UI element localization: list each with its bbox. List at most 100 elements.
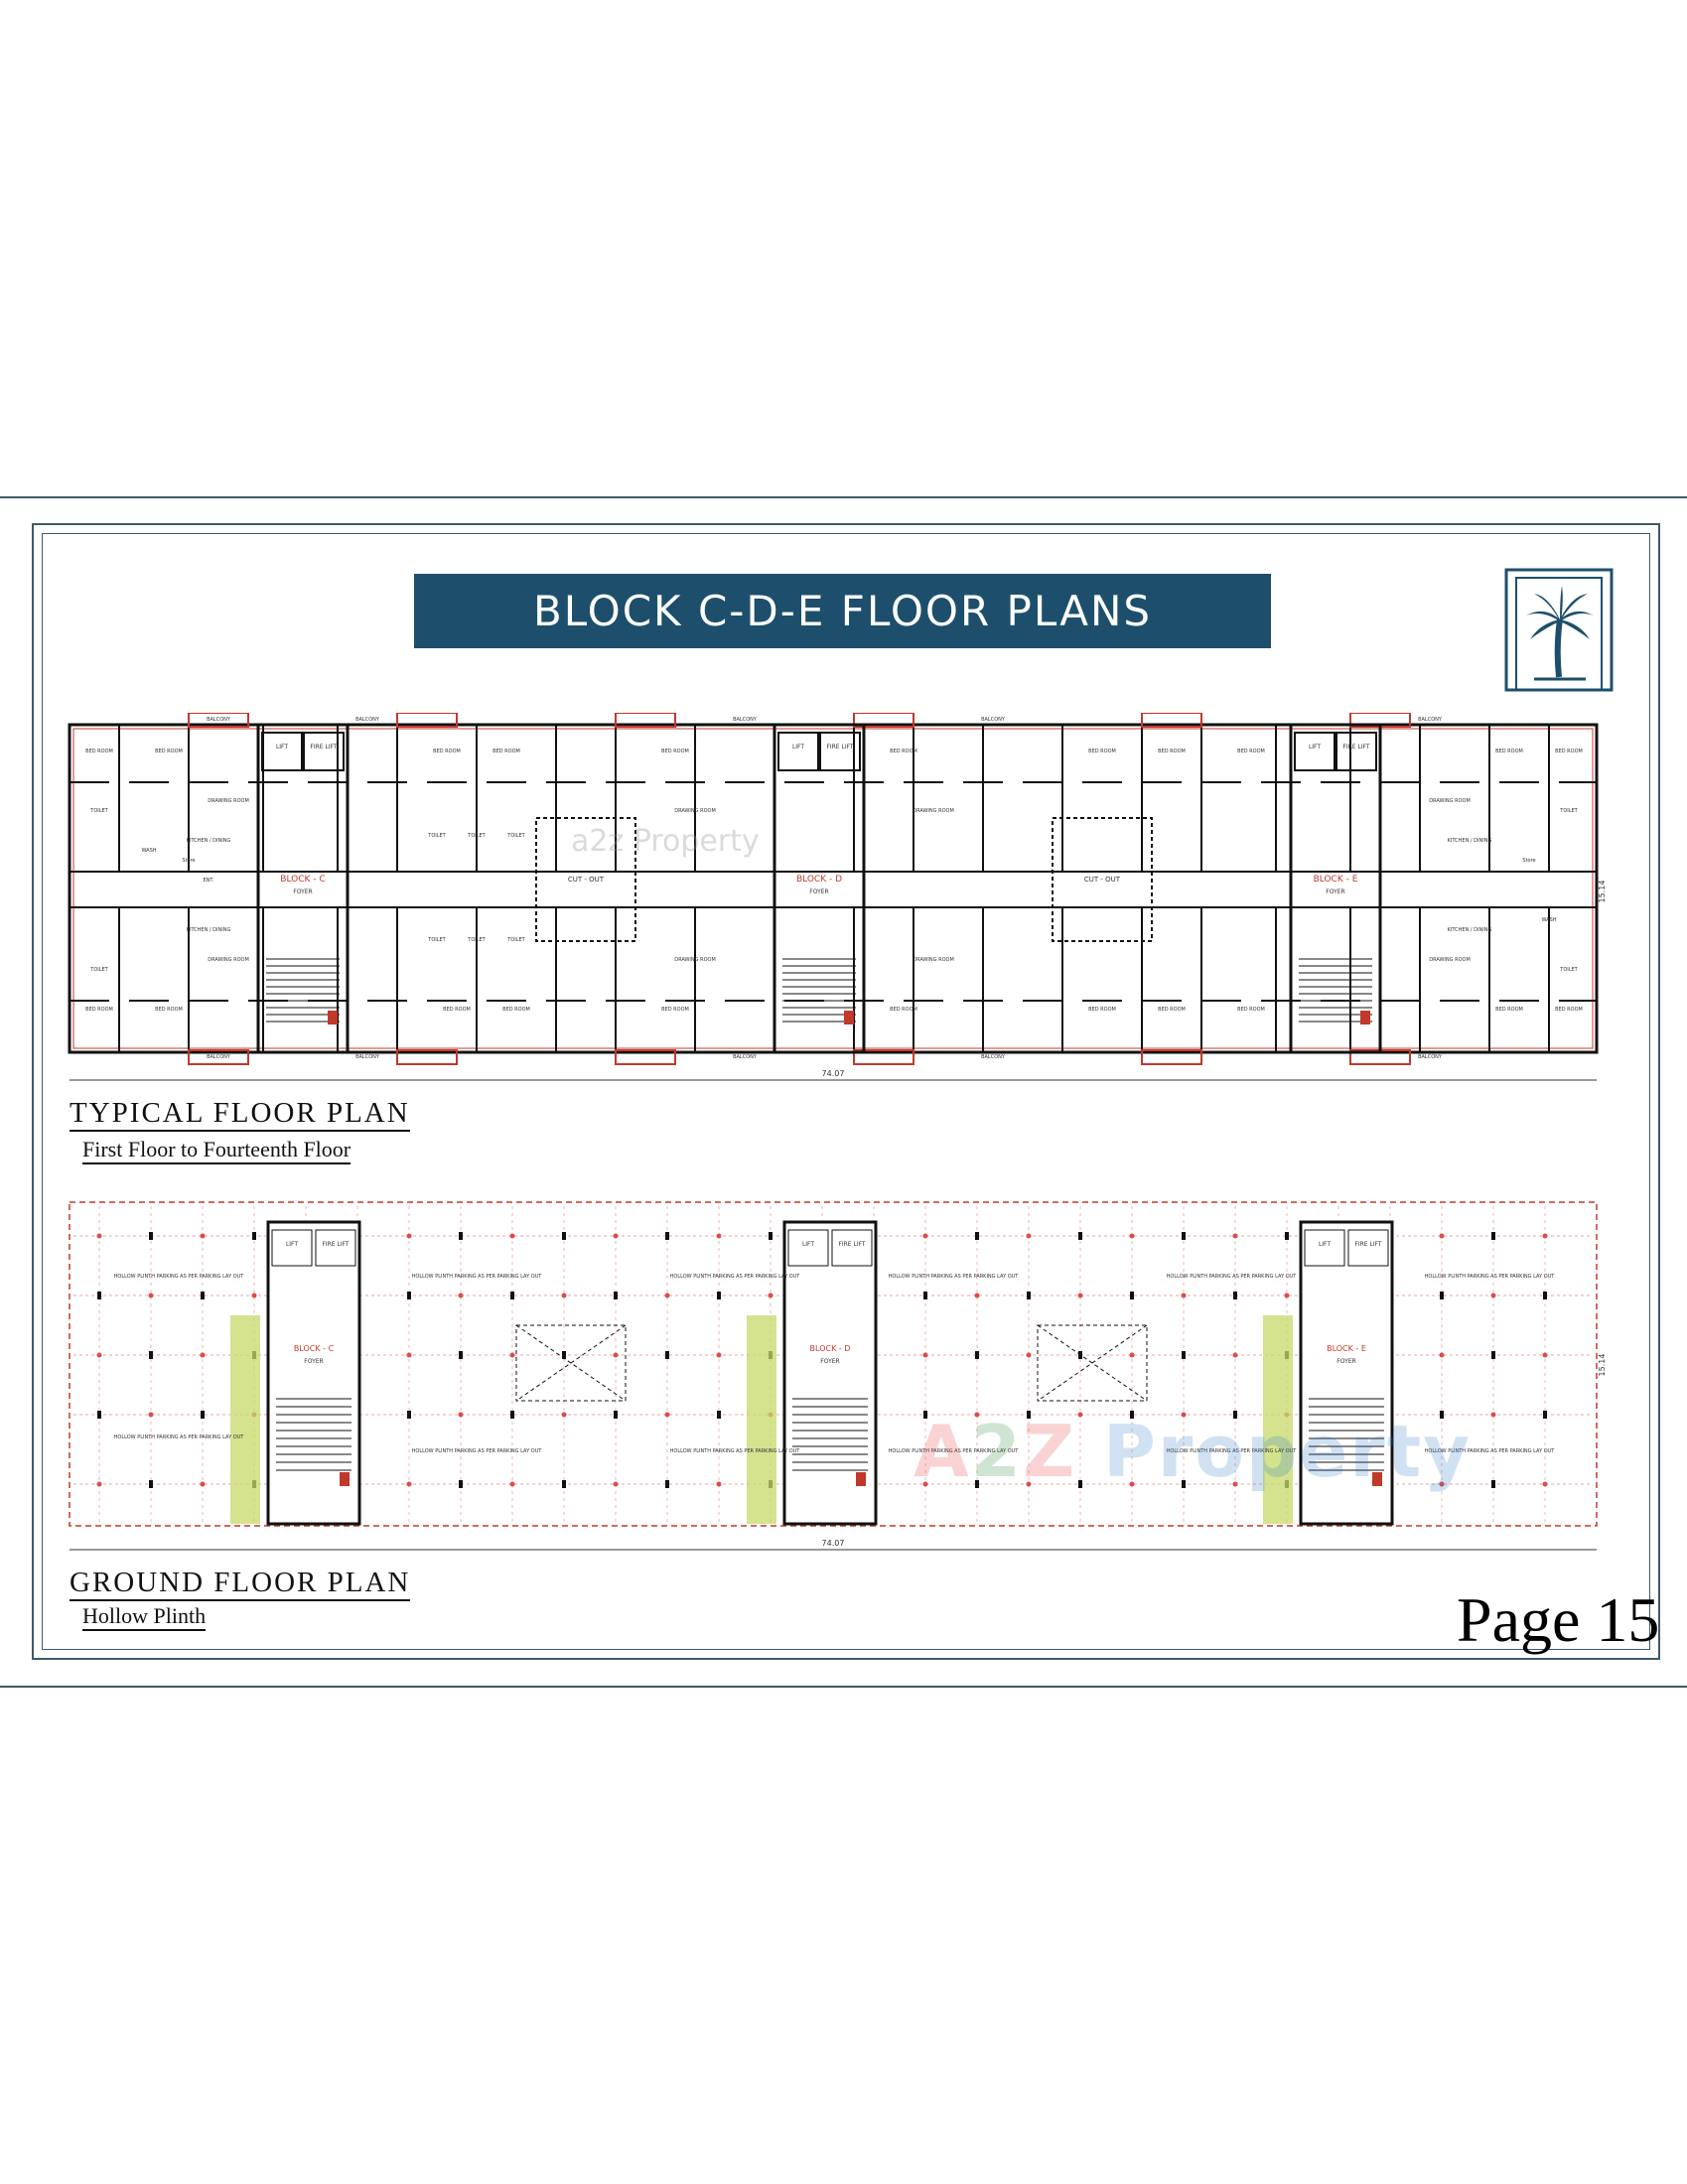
ground-fire-lift-label: FIRE LIFT (838, 1241, 866, 1248)
typical-room-label: TOILET (506, 833, 525, 839)
typical-room-label: DRAWING ROOM (1429, 957, 1471, 963)
ground-lift-label: LIFT (802, 1241, 814, 1248)
parking-label: HOLLOW PLINTH PARKING AS PER PARKING LAY… (889, 1448, 1020, 1454)
parking-label: HOLLOW PLINTH PARKING AS PER PARKING LAY… (114, 1434, 245, 1440)
typical-room-label: BED ROOM (502, 1007, 530, 1013)
ground-foyer-label: FOYER (304, 1358, 323, 1365)
ground-core (266, 1220, 361, 1526)
typical-room-label: TOILET (467, 937, 486, 943)
typical-room-label: BED ROOM (890, 1007, 917, 1013)
typical-room-label: TOILET (1559, 967, 1578, 973)
ground-cutout (1037, 1324, 1148, 1402)
ground-side-dimension: 15.14 (1598, 1354, 1607, 1377)
typical-room-label: BALCONY (355, 1054, 380, 1060)
typical-room-label: BALCONY (733, 1054, 758, 1060)
typical-plan-title: TYPICAL FLOOR PLAN (70, 1099, 410, 1132)
typical-room-label: BED ROOM (1495, 749, 1523, 754)
ground-block-label: BLOCK - D (810, 1344, 851, 1353)
ground-lift-label: LIFT (286, 1241, 298, 1248)
typical-block-label: BLOCK - E (1314, 875, 1358, 885)
typical-floor-plan-drawing: BLOCK - C FOYER LIFT FIRE LIFT BLOCK - D FOYE… (68, 713, 1607, 1081)
ground-floor-plan-drawing: BLOCK - C FOYER LIFT FIRE LIFT BLOCK - D FOYE… (69, 1201, 1607, 1551)
typical-room-label: BALCONY (207, 1054, 231, 1060)
palm-tree-icon (1504, 568, 1614, 692)
typical-room-label: BED ROOM (1237, 1007, 1265, 1013)
ground-block-label: BLOCK - E (1327, 1344, 1366, 1353)
typical-lift-label: LIFT (276, 744, 288, 751)
typical-plan-subtitle: First Floor to Fourteenth Floor (82, 1139, 351, 1164)
parking-label: HOLLOW PLINTH PARKING AS PER PARKING LAY… (670, 1274, 801, 1280)
typical-room-label: WASH (141, 848, 156, 854)
typical-room-label: DRAWING ROOM (208, 957, 249, 963)
typical-room-label: Store (1522, 858, 1535, 864)
ground-block-label: BLOCK - C (294, 1344, 335, 1353)
page-number: Page 15 (1457, 1584, 1660, 1655)
typical-room-label: BED ROOM (1088, 1007, 1116, 1013)
typical-room-label: BED ROOM (443, 1007, 471, 1013)
parking-label: HOLLOW PLINTH PARKING AS PER PARKING LAY… (114, 1274, 245, 1280)
typical-cutout-label: CUT - OUT (568, 876, 605, 884)
typical-room-label: BALCONY (1418, 1054, 1443, 1060)
typical-room-label: TOILET (427, 937, 446, 943)
typical-room-label: DRAWING ROOM (1429, 798, 1471, 804)
typical-block-label: BLOCK - C (280, 875, 325, 885)
typical-room-label: DRAWING ROOM (674, 808, 716, 814)
watermark-a: A (914, 1410, 971, 1493)
typical-lift-label: LIFT (1309, 744, 1321, 751)
typical-room-label: BED ROOM (1237, 749, 1265, 754)
typical-room-label: TOILET (506, 937, 525, 943)
ground-foyer-label: FOYER (1336, 1358, 1355, 1365)
typical-room-label: BED ROOM (155, 1007, 183, 1013)
ground-lift-label: LIFT (1319, 1241, 1331, 1248)
typical-room-label: BALCONY (355, 717, 380, 723)
page-title: BLOCK C-D-E FLOOR PLANS (414, 574, 1271, 648)
typical-overall-dimension: 74.07 (822, 1069, 845, 1078)
watermark-z: Z (1022, 1410, 1104, 1493)
ground-cutout (515, 1324, 627, 1402)
typical-room-label: BALCONY (733, 717, 758, 723)
typical-foyer-label: FOYER (1326, 888, 1344, 895)
typical-room-label: BED ROOM (85, 749, 113, 754)
typical-room-label: DRAWING ROOM (674, 957, 716, 963)
typical-room-label: BED ROOM (890, 749, 917, 754)
typical-fire-lift-label: FIRE LIFT (310, 744, 338, 751)
typical-room-label: BED ROOM (433, 749, 461, 754)
typical-room-label: TOILET (1559, 808, 1578, 814)
typical-room-label: BED ROOM (492, 749, 520, 754)
ground-plan-subtitle: Hollow Plinth (82, 1605, 207, 1631)
typical-room-label: KITCHEN / DINING (1448, 927, 1492, 933)
typical-foyer-label: FOYER (809, 888, 828, 895)
typical-room-label: BED ROOM (661, 1007, 689, 1013)
typical-room-label: DRAWING ROOM (913, 957, 954, 963)
parking-label: HOLLOW PLINTH PARKING AS PER PARKING LAY… (889, 1274, 1020, 1280)
typical-room-label: BALCONY (1418, 717, 1443, 723)
typical-room-label: TOILET (467, 833, 486, 839)
typical-room-label: ENT. (204, 878, 214, 884)
typical-room-label: BED ROOM (1495, 1007, 1523, 1013)
watermark: A2Z Property (914, 1410, 1472, 1493)
watermark-property: Property (1103, 1410, 1473, 1493)
typical-room-label: TOILET (89, 967, 108, 973)
typical-fire-lift-label: FIRE LIFT (1342, 744, 1370, 751)
page-border (32, 523, 1660, 1660)
ground-plan-title: GROUND FLOOR PLAN (70, 1569, 411, 1601)
typical-room-label: BALCONY (981, 717, 1006, 723)
typical-fire-lift-label: FIRE LIFT (826, 744, 854, 751)
typical-room-label: DRAWING ROOM (913, 808, 954, 814)
typical-room-label: TOILET (89, 808, 108, 814)
typical-cutout-label: CUT - OUT (1084, 876, 1121, 884)
typical-room-label: BED ROOM (1555, 749, 1583, 754)
parking-label: HOLLOW PLINTH PARKING AS PER PARKING LAY… (1425, 1274, 1556, 1280)
typical-room-label: DRAWING ROOM (208, 798, 249, 804)
parking-label: HOLLOW PLINTH PARKING AS PER PARKING LAY… (412, 1274, 543, 1280)
parking-label: HOLLOW PLINTH PARKING AS PER PARKING LAY… (1167, 1448, 1298, 1454)
typical-room-label: KITCHEN / DINING (187, 838, 231, 844)
watermark-2: 2 (970, 1410, 1023, 1493)
typical-room-label: BED ROOM (1555, 1007, 1583, 1013)
page-border-inner (42, 533, 1650, 1650)
ground-fire-lift-label: FIRE LIFT (322, 1241, 350, 1248)
typical-room-label: BED ROOM (1088, 749, 1116, 754)
typical-foyer-label: FOYER (293, 888, 312, 895)
typical-room-label: BED ROOM (661, 749, 689, 754)
typical-block-label: BLOCK - D (796, 875, 842, 885)
